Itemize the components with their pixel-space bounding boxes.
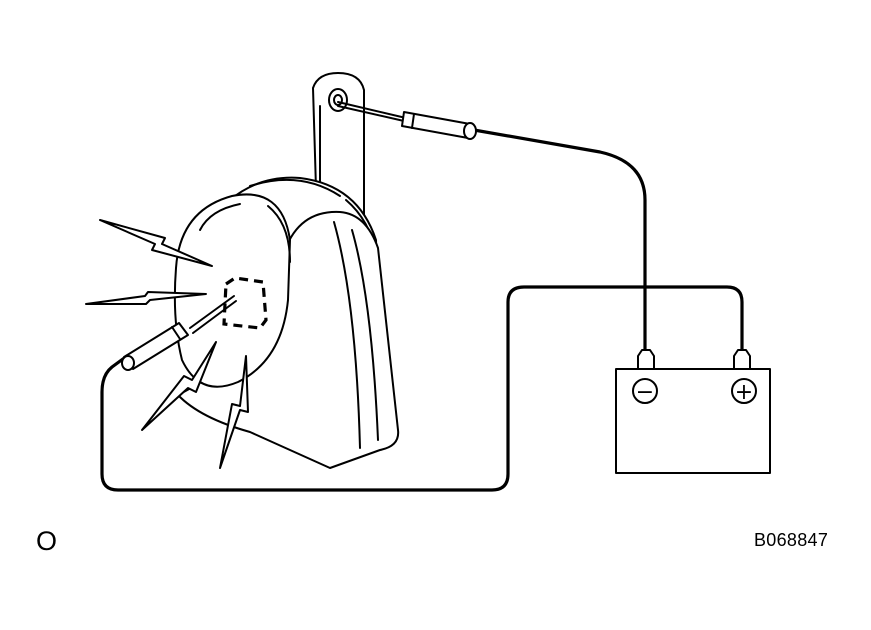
battery: − + xyxy=(615,349,771,474)
figure-id-label: B068847 xyxy=(754,530,829,550)
battery-positive-post xyxy=(733,349,751,370)
condition-label: O xyxy=(36,526,58,556)
sound-bolt-1 xyxy=(99,219,213,267)
sound-bolt-4 xyxy=(219,355,249,469)
battery-positive-symbol: + xyxy=(735,380,753,405)
battery-negative-symbol: − xyxy=(636,380,654,405)
battery-case xyxy=(615,368,771,474)
bracket-lead xyxy=(337,101,407,119)
bracket-probe-clip xyxy=(401,111,477,140)
battery-negative-terminal-icon xyxy=(632,378,658,404)
horn-terminal-lead xyxy=(189,295,235,329)
horn-terminal-dashed-outline xyxy=(222,276,268,330)
sound-bolt-2 xyxy=(85,291,207,305)
terminal-probe-clip xyxy=(121,322,189,371)
wire-bracket-to-battery xyxy=(472,128,647,354)
battery-negative-post xyxy=(637,349,655,370)
sound-indicator-bolts xyxy=(85,219,249,469)
sound-bolt-3 xyxy=(141,341,217,431)
horn-body xyxy=(173,176,400,469)
battery-positive-terminal-icon xyxy=(731,378,757,404)
wire-horn-to-battery-negative xyxy=(100,285,744,492)
